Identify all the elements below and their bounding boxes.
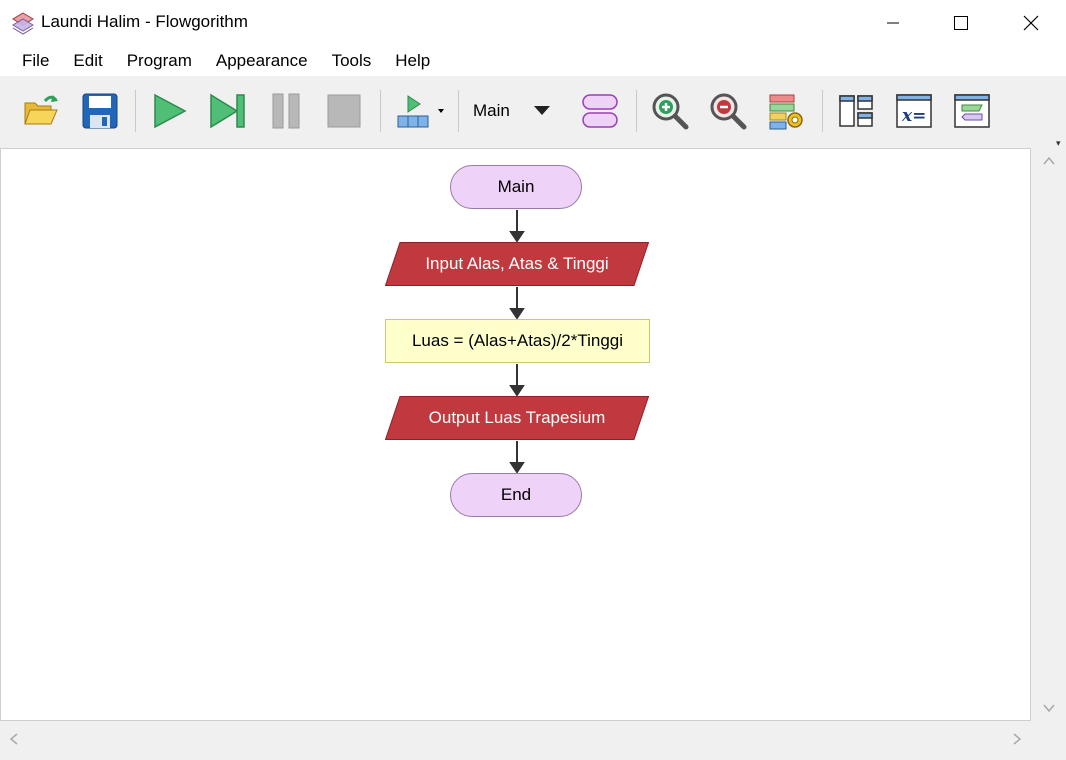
output-shape xyxy=(385,396,649,440)
menu-appearance[interactable]: Appearance xyxy=(215,51,308,70)
menu-tools[interactable]: Tools xyxy=(331,51,372,70)
scrollbar-corner xyxy=(1031,721,1066,760)
menu-bar: File Edit Program Appearance Tools Help xyxy=(0,46,1066,76)
chevron-down-icon xyxy=(534,106,550,115)
function-shape-icon[interactable] xyxy=(578,89,622,133)
layout-settings-icon[interactable] xyxy=(764,89,808,133)
stop-icon[interactable] xyxy=(322,89,366,133)
flowgorithm-logo-icon xyxy=(11,11,35,35)
menu-edit[interactable]: Edit xyxy=(73,51,103,70)
step-icon[interactable] xyxy=(205,89,249,133)
assign-label: Luas = (Alas+Atas)/2*Tinggi xyxy=(411,331,624,350)
toolbar-separator xyxy=(380,90,381,132)
svg-text:x=: x= xyxy=(901,106,926,126)
pause-icon[interactable] xyxy=(264,89,308,133)
scroll-right-icon[interactable] xyxy=(1012,733,1022,745)
flowchart-output[interactable]: Output Luas Trapesium xyxy=(385,396,649,440)
scroll-down-icon[interactable] xyxy=(1043,703,1055,713)
start-label: Main xyxy=(497,177,535,196)
horizontal-scrollbar[interactable] xyxy=(0,721,1031,760)
input-shape xyxy=(385,242,649,286)
output-label: Output Luas Trapesium xyxy=(428,408,606,427)
scroll-left-icon[interactable] xyxy=(9,733,19,745)
zoom-out-icon[interactable] xyxy=(706,89,750,133)
save-icon[interactable] xyxy=(78,89,122,133)
open-folder-icon[interactable] xyxy=(19,89,63,133)
window-title: Laundi Halim - Flowgorithm xyxy=(41,12,248,31)
toolbar-separator xyxy=(822,90,823,132)
run-speed-icon[interactable] xyxy=(393,89,447,133)
menu-program[interactable]: Program xyxy=(126,51,192,70)
end-label: End xyxy=(500,485,532,504)
close-button[interactable] xyxy=(1008,0,1054,46)
function-selector-value: Main xyxy=(473,101,510,120)
maximize-button[interactable] xyxy=(938,0,984,46)
flowchart-assign[interactable]: Luas = (Alas+Atas)/2*Tinggi xyxy=(385,319,650,363)
flowchart-end[interactable]: End xyxy=(450,473,582,517)
input-label: Input Alas, Atas & Tinggi xyxy=(425,254,609,273)
flowchart-start[interactable]: Main xyxy=(450,165,582,209)
title-bar[interactable]: Laundi Halim - Flowgorithm xyxy=(0,0,1066,46)
menu-file[interactable]: File xyxy=(22,51,50,70)
flowchart-canvas[interactable]: Main Input Alas, Atas & Tinggi Luas = (A… xyxy=(0,148,1031,721)
layout-view-icon[interactable] xyxy=(834,89,878,133)
toolbar-separator xyxy=(135,90,136,132)
menu-help[interactable]: Help xyxy=(395,51,431,70)
toolbar-overflow-icon[interactable]: ▾ xyxy=(1056,138,1061,148)
zoom-in-icon[interactable] xyxy=(648,89,692,133)
run-icon[interactable] xyxy=(147,89,191,133)
console-icon[interactable] xyxy=(950,89,994,133)
minimize-button[interactable] xyxy=(870,0,916,46)
flowchart-input[interactable]: Input Alas, Atas & Tinggi xyxy=(385,242,649,286)
flowchart-connectors xyxy=(509,210,525,474)
toolbar-separator xyxy=(636,90,637,132)
toolbar-separator xyxy=(458,90,459,132)
variables-icon[interactable]: x= xyxy=(892,89,936,133)
function-selector[interactable]: Main xyxy=(464,92,564,130)
vertical-scrollbar[interactable] xyxy=(1031,148,1066,721)
scroll-up-icon[interactable] xyxy=(1043,156,1055,166)
